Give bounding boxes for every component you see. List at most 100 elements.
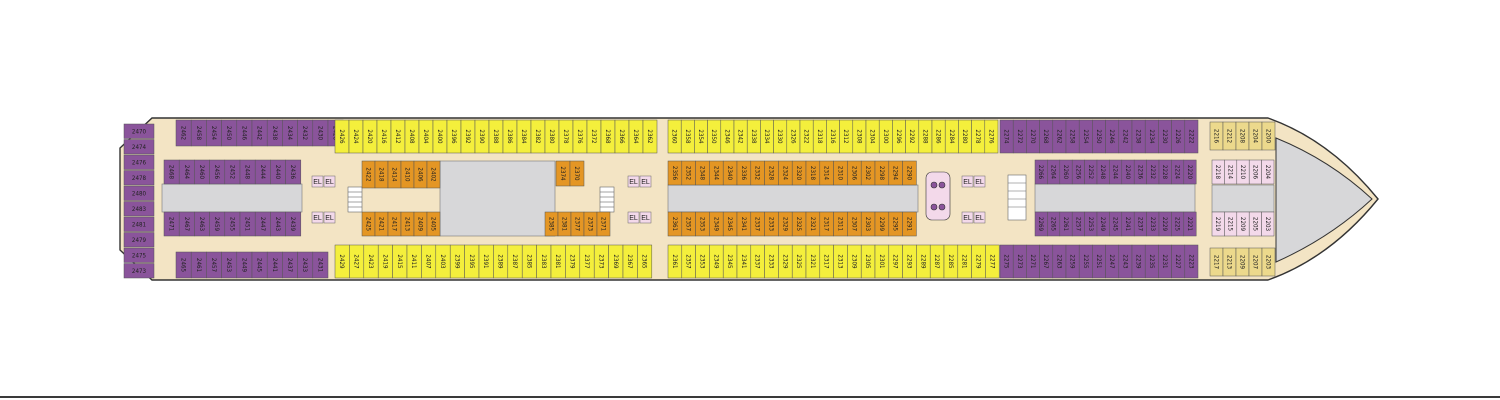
cabin-number: 2252 bbox=[1087, 165, 1094, 179]
cabin-number: 2437 bbox=[286, 258, 293, 273]
cabin-number: 2458 bbox=[195, 126, 202, 141]
cabin-number: 2333 bbox=[768, 217, 775, 232]
cabin-number: 2207 bbox=[1252, 255, 1259, 270]
cabin-number: 2230 bbox=[1161, 129, 1168, 144]
cabin-number: 2361 bbox=[671, 254, 678, 269]
cabin-2474[interactable] bbox=[123, 139, 155, 155]
cabin-number: 2417 bbox=[391, 217, 398, 232]
cabin-number: 2388 bbox=[492, 129, 499, 144]
cabin-2276[interactable] bbox=[984, 119, 999, 154]
cabin-2470[interactable] bbox=[123, 123, 155, 139]
bow-open-deck bbox=[1275, 137, 1373, 263]
cabin-number: 2433 bbox=[301, 258, 308, 273]
cabin-2371[interactable] bbox=[596, 211, 611, 237]
cabin-number: 2461 bbox=[195, 258, 202, 273]
cabin-number: 2360 bbox=[671, 129, 678, 144]
cabin-2483[interactable] bbox=[123, 201, 155, 217]
elevator bbox=[961, 175, 974, 188]
cabin-number: 2267 bbox=[1042, 254, 1049, 269]
cabin-2220[interactable] bbox=[1183, 159, 1197, 185]
cabin-number: 2249 bbox=[1099, 217, 1106, 232]
cabin-number: 2453 bbox=[225, 258, 232, 273]
cabin-2362[interactable] bbox=[642, 119, 658, 154]
cabin-number: 2350 bbox=[710, 129, 717, 144]
cabin-number: 2301 bbox=[878, 254, 885, 269]
cabin-2405[interactable] bbox=[426, 211, 441, 237]
cabin-number: 2200 bbox=[1265, 129, 1272, 144]
cabin-2439[interactable] bbox=[285, 211, 302, 237]
cabin-number: 2203 bbox=[1264, 217, 1271, 232]
cabin-2200[interactable] bbox=[1261, 121, 1276, 151]
cabin-number: 2316 bbox=[829, 129, 836, 144]
cabin-number: 2334 bbox=[763, 129, 770, 144]
cabin-number: 2265 bbox=[1050, 217, 1057, 232]
cabin-number: 2215 bbox=[1227, 217, 1234, 232]
cabin-2402[interactable] bbox=[426, 160, 441, 189]
cabin-number: 2290 bbox=[906, 166, 913, 181]
cabin-2203[interactable] bbox=[1261, 247, 1276, 277]
cabin-2221[interactable] bbox=[1183, 211, 1197, 237]
cabin-number: 2212 bbox=[1226, 129, 1233, 143]
cabin-number: 2464 bbox=[183, 165, 190, 180]
elevator-label: EL bbox=[629, 215, 638, 222]
cabin-2290[interactable] bbox=[902, 160, 917, 186]
cabin-number: 2332 bbox=[754, 166, 761, 180]
cabin-number: 2311 bbox=[837, 217, 844, 232]
cabin-2431[interactable] bbox=[312, 251, 329, 279]
elevator-label: EL bbox=[313, 215, 322, 222]
cabin-number: 2244 bbox=[1112, 165, 1119, 180]
cabin-2479[interactable] bbox=[123, 232, 155, 248]
cabin-number: 2205 bbox=[1251, 217, 1258, 232]
cabin-2277[interactable] bbox=[985, 244, 1000, 279]
cabin-2365[interactable] bbox=[637, 244, 653, 279]
cabin-number: 2374 bbox=[559, 166, 566, 181]
cabin-2476[interactable] bbox=[123, 154, 155, 170]
cabin-2480[interactable] bbox=[123, 185, 155, 201]
cabin-number: 2270 bbox=[1029, 129, 1036, 144]
cabin-2478[interactable] bbox=[123, 170, 155, 186]
cabin-2291[interactable] bbox=[902, 211, 917, 237]
stairwell-mid bbox=[599, 186, 615, 213]
cabin-number: 2329 bbox=[781, 217, 788, 232]
cabin-number: 2225 bbox=[1174, 217, 1181, 232]
cabin-number: 2465 bbox=[180, 258, 187, 273]
cabin-number: 2213 bbox=[1226, 255, 1233, 270]
cabin-number: 2402 bbox=[430, 167, 437, 181]
cabin-number: 2340 bbox=[726, 166, 733, 181]
cabin-number: 2406 bbox=[417, 167, 424, 182]
cabin-number: 2367 bbox=[626, 254, 633, 269]
cabin-2473[interactable] bbox=[123, 263, 155, 279]
cabin-number: 2221 bbox=[1186, 217, 1193, 232]
cabin-number: 2427 bbox=[353, 254, 360, 269]
cabin-2222[interactable] bbox=[1184, 119, 1199, 154]
cabin-number: 2330 bbox=[776, 129, 783, 144]
cabin-2481[interactable] bbox=[123, 216, 155, 232]
cabin-number: 2289 bbox=[919, 254, 926, 269]
cabin-2203[interactable] bbox=[1261, 211, 1275, 237]
cabin-2204[interactable] bbox=[1261, 159, 1275, 185]
elevator bbox=[627, 211, 640, 224]
cabin-number: 2254 bbox=[1082, 129, 1089, 144]
cabin-number: 2356 bbox=[671, 166, 678, 181]
elevator bbox=[323, 211, 336, 224]
cabin-number: 2387 bbox=[511, 254, 518, 269]
cabin-number: 2476 bbox=[132, 160, 147, 167]
cabin-number: 2237 bbox=[1136, 217, 1143, 232]
cabin-2475[interactable] bbox=[123, 247, 155, 263]
cabin-number: 2470 bbox=[132, 129, 147, 136]
elevator-label: EL bbox=[313, 179, 322, 186]
cabin-number: 2241 bbox=[1124, 217, 1131, 232]
cabin-2436[interactable] bbox=[285, 159, 302, 185]
cabin-number: 2277 bbox=[988, 254, 995, 269]
cabin-number: 2459 bbox=[213, 217, 220, 232]
cabin-2223[interactable] bbox=[1184, 244, 1199, 279]
cabin-2370[interactable] bbox=[569, 160, 585, 187]
cabin-number: 2399 bbox=[453, 254, 460, 269]
